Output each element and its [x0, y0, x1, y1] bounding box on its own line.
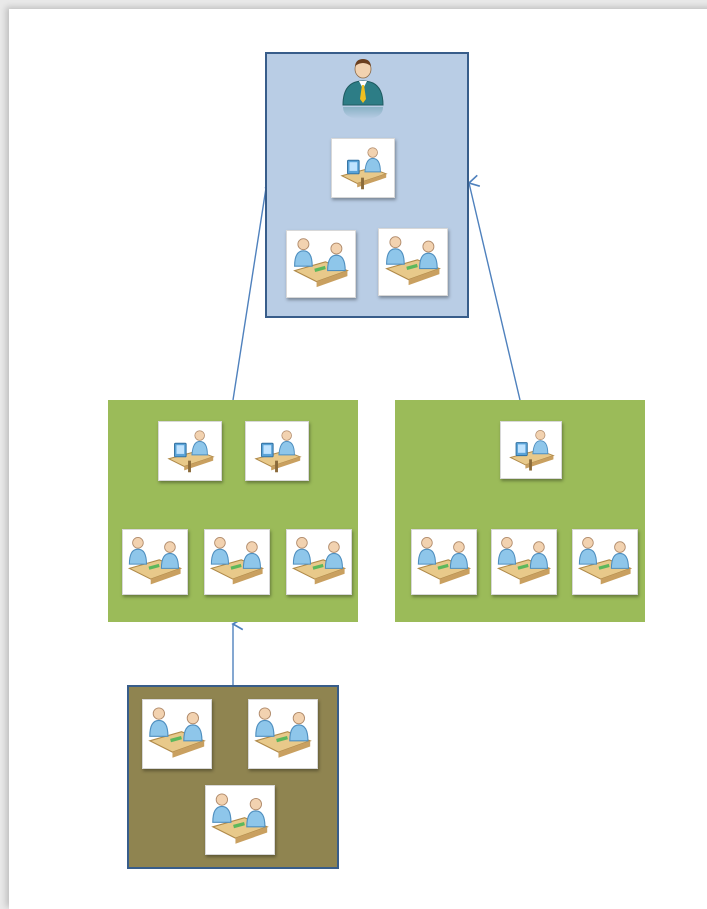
meeting-icon	[491, 529, 557, 595]
workstation-icon	[158, 421, 222, 481]
meeting-icon	[205, 785, 275, 855]
meeting-icon	[122, 529, 188, 595]
meeting-icon	[411, 529, 477, 595]
meeting-icon	[204, 529, 270, 595]
meeting-icon	[378, 228, 448, 296]
meeting-icon	[572, 529, 638, 595]
meeting-icon	[286, 230, 356, 298]
meeting-icon	[248, 699, 318, 769]
manager-icon	[339, 57, 387, 121]
workstation-icon	[500, 421, 562, 479]
meeting-icon	[286, 529, 352, 595]
workstation-icon	[245, 421, 309, 481]
workstation-icon	[331, 138, 395, 198]
meeting-icon	[142, 699, 212, 769]
